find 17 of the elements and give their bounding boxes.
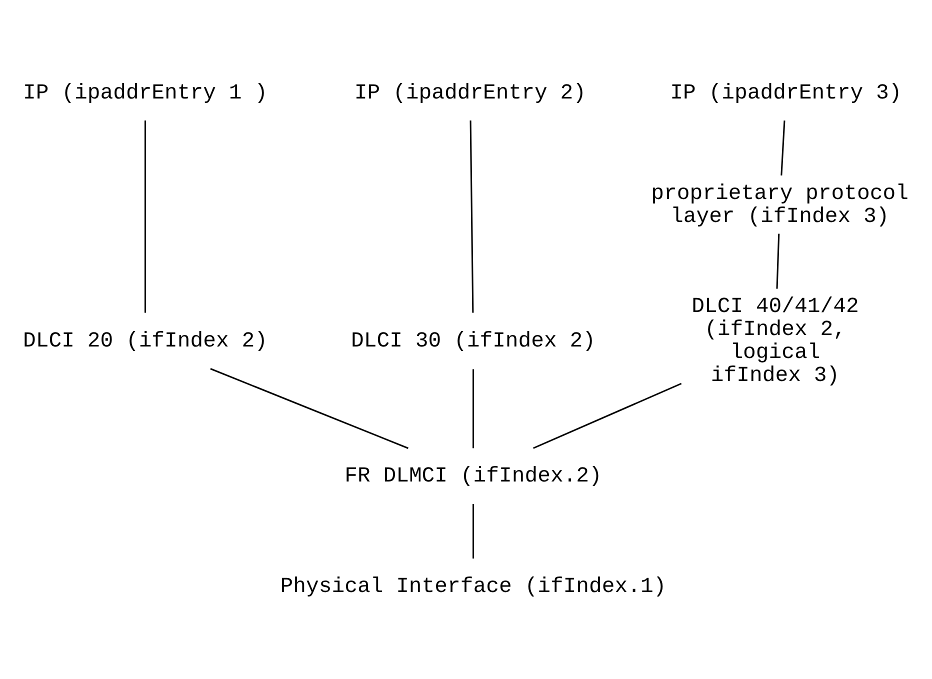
node-text: FR DLMCI (ifIndex.2) [344, 464, 602, 489]
node-text: IP (ipaddrEntry 3) [670, 81, 902, 106]
connector [470, 120, 474, 313]
node-text: DLCI 30 (ifIndex 2) [351, 330, 596, 354]
node-text: Physical Interface (ifIndex.1) [280, 574, 666, 599]
node-text: DLCI 20 (ifIndex 2) [23, 330, 268, 354]
connector [472, 369, 474, 448]
node-text: IP (ipaddrEntry 2) [354, 81, 586, 106]
connector [144, 120, 146, 313]
node-text: IP (ipaddrEntry 1 ) [23, 81, 268, 106]
connector [780, 120, 786, 176]
node-text: DLCI 40/41/42 (ifIndex 2, logical ifIndex 3) [692, 295, 859, 388]
connector [533, 382, 682, 449]
connector [776, 234, 780, 289]
connector [210, 368, 408, 449]
connector [472, 504, 474, 559]
node-text: proprietary protocol layer (ifIndex 3) [651, 182, 908, 229]
